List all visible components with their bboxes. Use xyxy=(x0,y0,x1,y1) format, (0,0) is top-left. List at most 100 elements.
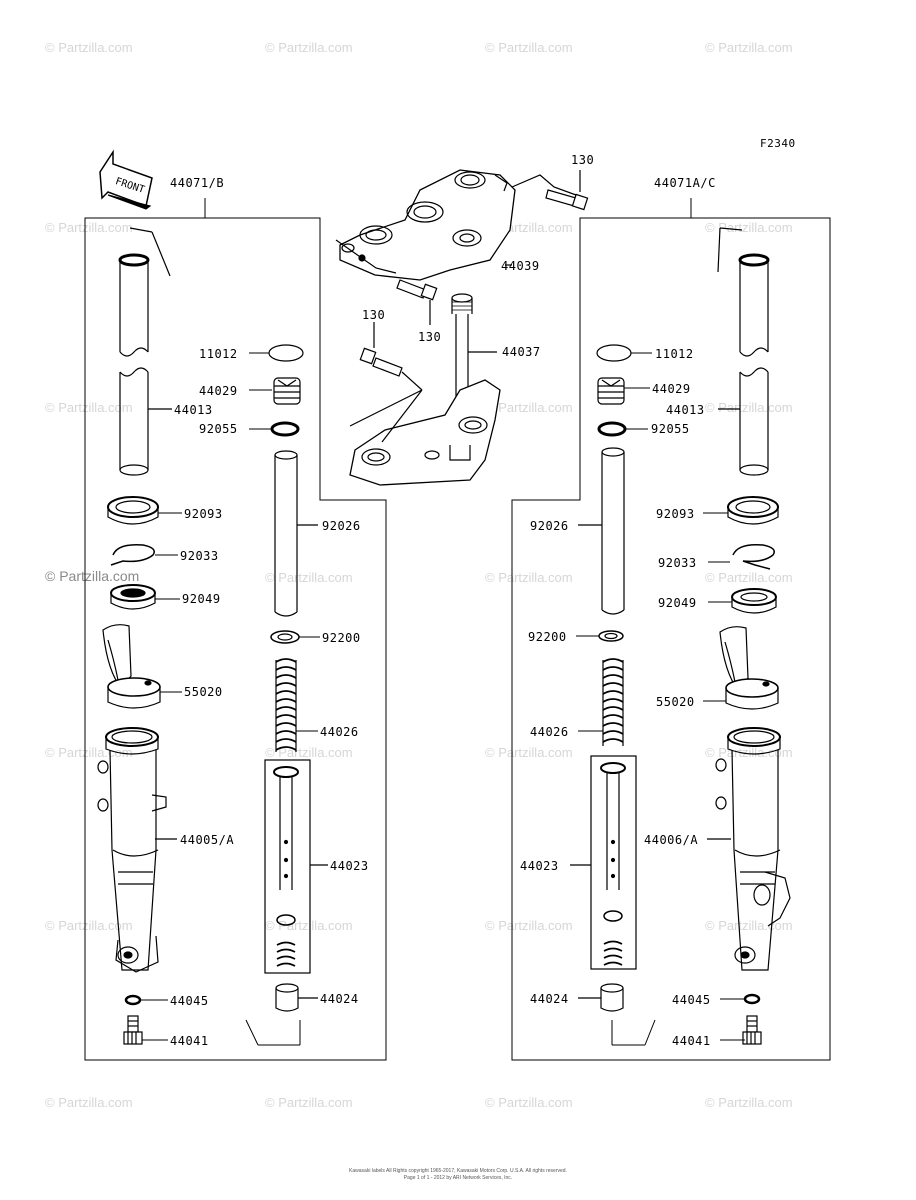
left-piston-44023 xyxy=(264,759,328,974)
left-plug-44029 xyxy=(273,377,301,405)
footer-copyright: Kawasaki labels All Rights copyright 196… xyxy=(349,1168,567,1174)
watermark: © Partzilla.com xyxy=(45,40,133,55)
part-label-right-outer-tube[interactable]: 44006/A xyxy=(644,833,699,847)
part-label-right-washer[interactable]: 44045 xyxy=(672,993,711,1007)
part-label-right-plug[interactable]: 44029 xyxy=(652,382,691,396)
part-label-left-bolt[interactable]: 44041 xyxy=(170,1034,209,1048)
watermark: © Partzilla.com xyxy=(265,918,353,933)
watermark: © Partzilla.com xyxy=(485,745,573,760)
part-label-left-circlip[interactable]: 92033 xyxy=(180,549,219,563)
part-label-upper-bracket[interactable]: 44039 xyxy=(501,259,540,273)
part-label-right-spring[interactable]: 44026 xyxy=(530,725,569,739)
part-label-left-seal[interactable]: 92093 xyxy=(184,507,223,521)
part-label-left-outer-tube[interactable]: 44005/A xyxy=(180,833,235,847)
part-label-left-guard[interactable]: 55020 xyxy=(184,685,223,699)
part-label-left-spring[interactable]: 44026 xyxy=(320,725,359,739)
part-label-right-guard[interactable]: 55020 xyxy=(656,695,695,709)
watermark: © Partzilla.com xyxy=(485,40,573,55)
part-label-left-piston[interactable]: 44023 xyxy=(330,859,369,873)
right-plug-44029 xyxy=(597,377,625,405)
part-label-right-tube[interactable]: 44013 xyxy=(666,403,705,417)
part-label-right-oil-seal[interactable]: 92049 xyxy=(658,596,697,610)
left-washer-44045 xyxy=(124,994,142,1006)
watermark: © Partzilla.com xyxy=(45,918,133,933)
watermark: © Partzilla.com xyxy=(265,40,353,55)
watermark-strong: © Partzilla.com xyxy=(45,568,140,584)
right-oil-seal-92049 xyxy=(731,588,777,614)
left-guard-55020 xyxy=(102,624,161,709)
part-label-bolt-lower-clamp[interactable]: 130 xyxy=(362,308,386,322)
watermark: © Partzilla.com xyxy=(265,1095,353,1110)
watermark: © Partzilla.com xyxy=(705,745,793,760)
part-label-right-o-ring[interactable]: 92055 xyxy=(651,422,690,436)
left-assembly-frame xyxy=(84,217,387,1061)
lower-bracket xyxy=(349,379,501,486)
left-circlip-92033 xyxy=(110,543,155,566)
part-label-right-piece[interactable]: 44024 xyxy=(530,992,569,1006)
right-seal-92093 xyxy=(727,496,779,525)
front-arrow-icon: FRONT xyxy=(99,149,153,210)
watermark: © Partzilla.com xyxy=(45,220,133,235)
upper-bracket-44039 xyxy=(339,169,516,281)
part-label-right-washer2[interactable]: 92200 xyxy=(528,630,567,644)
part-label-left-o-ring[interactable]: 92055 xyxy=(199,422,238,436)
right-bolt-44041 xyxy=(742,1015,762,1045)
part-label-right-circlip[interactable]: 92033 xyxy=(658,556,697,570)
right-leader-lines xyxy=(576,352,745,1041)
watermark: © Partzilla.com xyxy=(45,1095,133,1110)
part-label-right-bolt[interactable]: 44041 xyxy=(672,1034,711,1048)
watermark: © Partzilla.com xyxy=(485,918,573,933)
part-label-right-cap[interactable]: 11012 xyxy=(655,347,694,361)
right-piece-44024 xyxy=(578,983,624,1012)
right-cap-11012 xyxy=(596,344,632,362)
part-label-left-washer2[interactable]: 92200 xyxy=(322,631,361,645)
watermark: © Partzilla.com xyxy=(705,40,793,55)
part-label-steering-stem[interactable]: 44037 xyxy=(502,345,541,359)
bolt-130-upper-clamp xyxy=(335,239,438,325)
right-o-ring-92055 xyxy=(597,421,627,437)
left-inner-tube-lower xyxy=(119,367,172,476)
right-washer-92200 xyxy=(598,630,624,642)
left-collar-92026 xyxy=(274,450,318,617)
part-label-left-collar[interactable]: 92026 xyxy=(322,519,361,533)
part-label-right-piston[interactable]: 44023 xyxy=(520,859,559,873)
part-label-left-plug[interactable]: 44029 xyxy=(199,384,238,398)
right-inner-tube-lower xyxy=(718,367,769,476)
right-spring-44026 xyxy=(602,658,624,746)
part-label-left-tube[interactable]: 44013 xyxy=(174,403,213,417)
left-spring-44026 xyxy=(275,658,297,752)
left-bolt-44041 xyxy=(123,1015,143,1045)
part-label-right-seal[interactable]: 92093 xyxy=(656,507,695,521)
watermark: © Partzilla.com xyxy=(265,745,353,760)
assembly-label-left: 44071/B xyxy=(170,176,225,190)
watermark: © Partzilla.com xyxy=(705,220,793,235)
part-label-left-washer[interactable]: 44045 xyxy=(170,994,209,1008)
watermark: © Partzilla.com xyxy=(45,400,133,415)
left-leader-lines xyxy=(140,352,320,1041)
watermark: © Partzilla.com xyxy=(705,400,793,415)
part-label-right-collar[interactable]: 92026 xyxy=(530,519,569,533)
left-seal-92093 xyxy=(107,496,159,525)
bolt-130-top xyxy=(511,170,589,211)
bolt-130-lower-clamp xyxy=(349,322,423,443)
left-washer-92200 xyxy=(270,630,300,644)
assembly-label-right: 44071A/C xyxy=(654,176,716,190)
watermark: © Partzilla.com xyxy=(485,400,573,415)
left-inner-tube-upper xyxy=(118,227,171,357)
part-label-left-piece[interactable]: 44024 xyxy=(320,992,359,1006)
watermark: © Partzilla.com xyxy=(265,570,353,585)
watermark: © Partzilla.com xyxy=(705,1095,793,1110)
right-guard-55020 xyxy=(719,626,779,710)
part-label-left-cap[interactable]: 11012 xyxy=(199,347,238,361)
figure-code: F2340 xyxy=(760,137,796,150)
part-label-left-oil-seal[interactable]: 92049 xyxy=(182,592,221,606)
part-label-bolt-upper-clamp[interactable]: 130 xyxy=(418,330,442,344)
right-outer-tube-44006 xyxy=(707,727,791,971)
left-piece-44024 xyxy=(275,983,318,1012)
watermark: © Partzilla.com xyxy=(485,570,573,585)
part-label-bolt-top[interactable]: 130 xyxy=(571,153,595,167)
footer-credit: Page 1 of 1 - 2012 by ARI Network Servic… xyxy=(403,1175,513,1181)
right-assembly-frame xyxy=(511,217,831,1061)
right-collar-92026 xyxy=(578,447,625,615)
